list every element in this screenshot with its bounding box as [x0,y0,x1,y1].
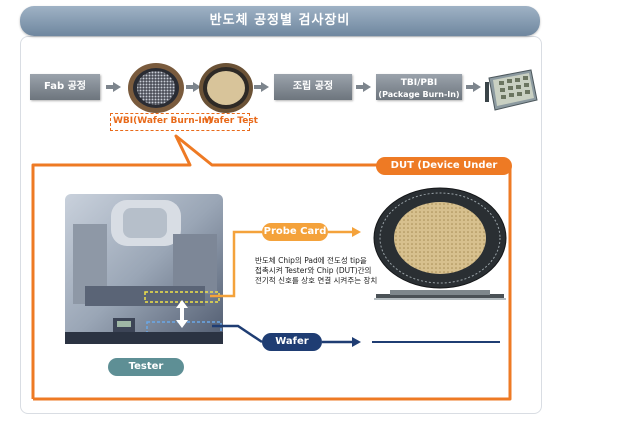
fab-process-box: Fab 공정 [30,74,100,100]
flow-arrow-icon [113,82,121,92]
description-line: 전기적 신호를 상호 연결 시켜주는 장치 [255,276,378,285]
wafer-label: Wafer [262,333,322,351]
flow-arrow-shaft [466,85,474,89]
flow-arrow-icon [193,82,201,92]
page-title: 반도체 공정별 검사장비 [209,13,351,28]
tbi-pbi-title: TBI/PBI [400,78,438,88]
flow-arrow-icon [261,82,269,92]
wafer-test-label: Wafer Test [204,116,258,126]
flow-arrow-shaft [186,85,194,89]
wbi-label: WBI(Wafer Burn-In) [113,116,213,126]
flow-arrow-icon [473,82,481,92]
wbi-wafer-image [128,63,184,113]
tester-machine-image [65,194,223,344]
description-line: 반도체 Chip의 Pad에 전도성 tip을 [255,256,367,265]
flow-arrow-shaft [356,85,364,89]
tester-label: Tester [108,358,184,376]
probe-card-label: Probe Card [262,223,328,241]
dut-label: DUT (Device Under Test) [376,157,512,189]
wafer-stage-callout [110,113,250,131]
description-line: 접촉시켜 Tester와 Chip (DUT)간의 [255,266,372,275]
tbi-pbi-box: TBI/PBI (Package Burn-In) [376,74,462,100]
probe-card-image [373,187,507,300]
wafer-test-image [199,63,253,113]
burn-in-board-image [485,69,538,111]
flow-arrow-shaft [106,85,114,89]
assembly-process-box: 조립 공정 [274,74,352,100]
flow-arrow-icon [363,82,371,92]
tbi-pbi-subtitle: (Package Burn-In) [378,90,460,99]
probe-card-description: 반도체 Chip의 Pad에 전도성 tip을 접촉시켜 Tester와 Chi… [255,256,377,286]
title-bar [20,6,540,36]
flow-arrow-shaft [254,85,262,89]
